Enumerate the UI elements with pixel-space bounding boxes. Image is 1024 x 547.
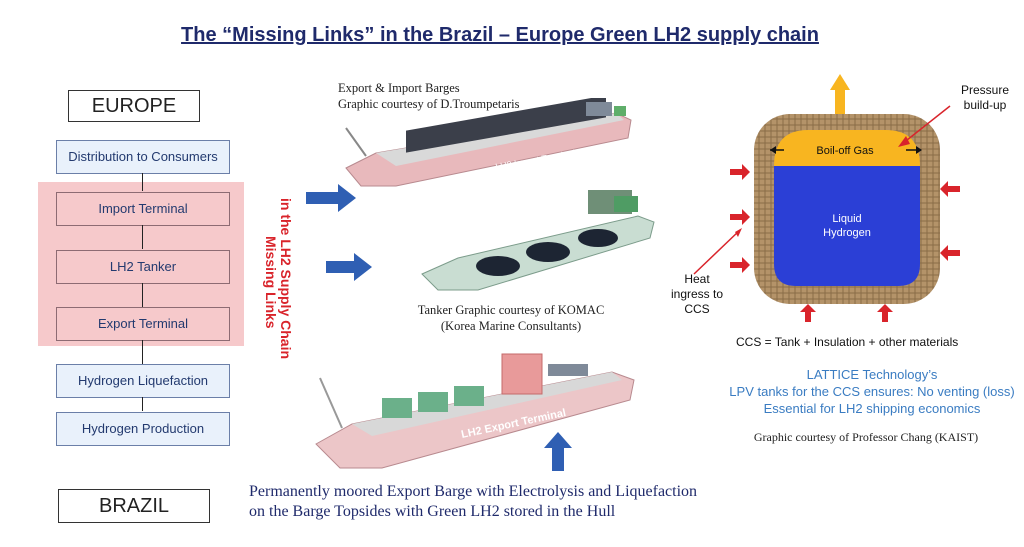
caption-line: on the Barge Topsides with Green LH2 sto…: [249, 503, 616, 520]
connector-line: [142, 397, 143, 411]
caption-line: Graphic courtesy of D.Troumpetaris: [338, 97, 520, 111]
svg-text:in the LH2 Supply Chain: in the LH2 Supply Chain: [278, 198, 292, 359]
connector-line: [142, 283, 143, 307]
tanker-caption: Tanker Graphic courtesy of KOMAC (Korea …: [411, 302, 611, 334]
chang-caption: Graphic courtesy of Professor Chang (KAI…: [753, 430, 979, 444]
ccs-definition: CCS = Tank + Insulation + other material…: [736, 335, 959, 349]
missing-links-line1: Missing Links: [263, 236, 279, 329]
liquid-line1: Liquid: [832, 213, 861, 225]
ccs-tank-diagram: Boil-off Gas Liquid Hydrogen: [693, 74, 960, 322]
production-box: Hydrogen Production: [56, 412, 230, 446]
caption-line: Permanently moored Export Barge with Ele…: [249, 483, 698, 500]
export-barges-caption: Export & Import Barges Graphic courtesy …: [338, 80, 519, 112]
caption-line: (Korea Marine Consultants): [440, 319, 582, 333]
connector-line: [142, 340, 143, 364]
lattice-line: LPV tanks for the CCS ensures: No ventin…: [729, 384, 1015, 399]
arrow-right-icon: [326, 253, 372, 281]
liquefaction-box: Hydrogen Liquefaction: [56, 364, 230, 398]
lattice-text: LATTICE Technology’s LPV tanks for the C…: [726, 366, 1018, 417]
missing-links-line2: in the LH2 Supply Chain: [278, 198, 292, 359]
pressure-label: Pressure build-up: [946, 83, 1024, 113]
label-line: Pressure: [960, 83, 1010, 97]
caption-line: Export & Import Barges: [338, 81, 460, 95]
import-terminal-box: Import Terminal: [56, 192, 230, 226]
missing-links-label: Missing Links in the LH2 Supply Chain: [263, 198, 292, 359]
export-barge-caption: Permanently moored Export Barge with Ele…: [249, 482, 697, 522]
lh2-tanker-box: LH2 Tanker: [56, 250, 230, 284]
heat-ingress-label: Heat ingress to CCS: [668, 272, 726, 317]
liquid-line2: Hydrogen: [823, 227, 871, 239]
boil-off-label: Boil-off Gas: [816, 145, 874, 157]
europe-label: EUROPE: [68, 90, 200, 122]
brazil-label: BRAZIL: [58, 489, 210, 523]
label-line: build-up: [963, 98, 1007, 112]
arrow-right-icon: [306, 184, 356, 212]
lh2-tanker-image: [421, 190, 655, 291]
import-barge-image: LH2 Import Terminal: [345, 98, 632, 187]
label-line: CCS: [684, 302, 710, 316]
export-terminal-box: Export Terminal: [56, 307, 230, 341]
svg-text:Missing Links: Missing Links: [263, 236, 279, 329]
lattice-line: LATTICE Technology’s: [806, 367, 938, 382]
distribution-box: Distribution to Consumers: [56, 140, 230, 174]
arrow-up-icon: [544, 432, 572, 471]
lattice-line: Essential for LH2 shipping economics: [763, 401, 981, 416]
connector-line: [142, 173, 143, 191]
label-line: Heat: [684, 272, 710, 286]
export-barge-image: LH2 Export Terminal: [315, 353, 635, 469]
label-line: ingress to: [670, 287, 724, 301]
caption-line: Tanker Graphic courtesy of KOMAC: [417, 303, 605, 317]
page-title: The “Missing Links” in the Brazil – Euro…: [181, 24, 819, 46]
connector-line: [142, 225, 143, 249]
